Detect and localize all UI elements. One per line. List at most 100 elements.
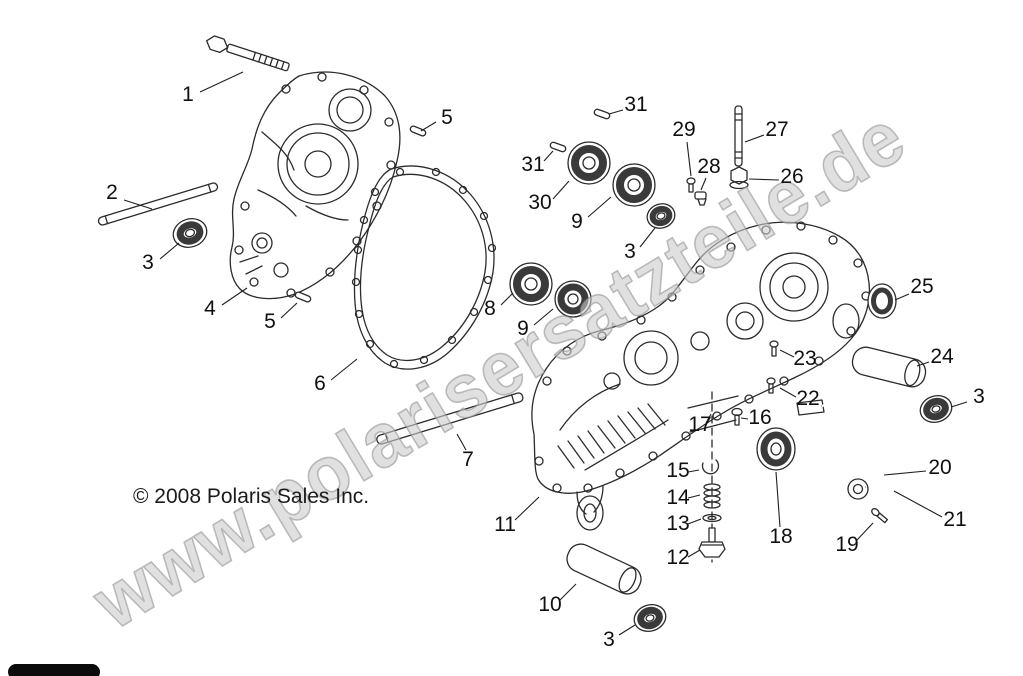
callout-layer: 1234556789930313132928272625243232216171… (106, 71, 985, 651)
callout-2: 2 (106, 181, 118, 204)
callout-leader-17 (705, 413, 712, 424)
callout-leader-15 (687, 469, 700, 473)
part-spacer-3d (633, 604, 667, 632)
callout-leader-24 (916, 361, 930, 367)
part-bearing-8 (509, 262, 553, 306)
part-plug-assembly (698, 391, 726, 563)
callout-leader-3c (950, 401, 968, 408)
callout-9a: 9 (571, 210, 583, 233)
callout-4: 4 (204, 297, 216, 320)
callout-3c: 3 (973, 385, 985, 408)
callout-6: 6 (314, 372, 326, 395)
part-clip-15 (701, 459, 720, 475)
part-spacer-3b (646, 203, 676, 229)
callout-27: 27 (765, 118, 788, 141)
callout-leader-30 (552, 180, 570, 200)
callout-leader-10 (559, 583, 577, 601)
callout-leader-1 (199, 71, 244, 93)
callout-leader-28 (700, 177, 707, 191)
callout-leader-7 (456, 433, 467, 451)
part-oring-20 (847, 478, 869, 500)
part-spring-14 (703, 483, 721, 509)
part-oil-pipe-21 (796, 397, 885, 500)
diagram-parts (97, 35, 953, 632)
part-pin-31a (593, 108, 611, 120)
callout-11: 11 (494, 513, 516, 536)
callout-29: 29 (672, 118, 695, 141)
part-dowel-pin-2 (97, 182, 219, 226)
callout-5a: 5 (441, 106, 453, 129)
callout-12: 12 (666, 546, 689, 569)
bottom-left-bar (8, 664, 100, 676)
callout-leader-9a (587, 196, 612, 218)
callout-leader-25 (894, 293, 910, 301)
callout-16: 16 (748, 406, 771, 429)
part-screw-22 (766, 377, 776, 394)
callout-leader-12 (687, 549, 701, 558)
part-bearing-18 (756, 427, 796, 471)
callout-15: 15 (666, 459, 689, 482)
callout-leader-18 (775, 471, 781, 528)
callout-leader-14 (687, 494, 701, 499)
callout-17: 17 (688, 413, 711, 436)
callout-25: 25 (910, 275, 933, 298)
callout-13: 13 (666, 512, 689, 535)
part-bearing-9a (612, 163, 656, 207)
part-roller-10 (566, 543, 642, 595)
part-bolt-1 (205, 35, 290, 72)
part-pin-31b (549, 141, 567, 153)
callout-leader-31b (543, 150, 554, 162)
callout-28: 28 (697, 155, 720, 178)
callout-leader-3d (618, 624, 636, 636)
part-nut-26 (729, 166, 749, 190)
part-stud-27 (734, 105, 743, 167)
part-bearing-30 (567, 141, 611, 185)
callout-5b: 5 (264, 310, 276, 333)
callout-21: 21 (943, 508, 966, 531)
part-pipe-bracket (796, 399, 825, 416)
callout-1: 1 (182, 83, 194, 106)
callout-leader-26 (748, 178, 780, 181)
callout-leader-22 (779, 387, 797, 398)
callout-26: 26 (780, 165, 803, 188)
part-crankcase-left (229, 71, 401, 300)
callout-3d: 3 (603, 628, 615, 651)
callout-leader-9b (533, 308, 554, 326)
callout-14: 14 (666, 486, 690, 509)
callout-3a: 3 (142, 251, 154, 274)
callout-leader-5a (420, 121, 437, 132)
callout-leader-20 (883, 470, 927, 476)
callout-leader-29 (686, 141, 692, 177)
part-bolt-12 (698, 527, 726, 558)
callout-leader-27 (744, 134, 765, 143)
callout-leader-21 (893, 490, 943, 518)
callout-leader-16 (740, 417, 749, 420)
callout-7: 7 (462, 448, 474, 471)
part-screw-16 (731, 407, 743, 426)
part-dowel-pin-7 (376, 392, 524, 445)
callout-leader-2 (123, 199, 153, 210)
part-screw-19 (871, 508, 889, 524)
part-roller-24 (851, 346, 927, 388)
part-spacer-3c (919, 395, 953, 423)
callout-20: 20 (928, 456, 951, 479)
callout-24: 24 (930, 345, 954, 368)
part-fitting-28 (694, 191, 707, 206)
part-gasket-6 (351, 165, 497, 370)
callout-9b: 9 (517, 317, 529, 340)
part-screw-29 (686, 177, 696, 193)
callout-leader-3b (639, 227, 656, 248)
callout-3b: 3 (624, 240, 636, 263)
callout-leader-19 (856, 522, 874, 541)
part-crankcase-right (531, 221, 871, 531)
part-pin-5b (294, 291, 312, 303)
part-pin-5a (409, 125, 427, 137)
callout-leader-8 (500, 292, 514, 306)
callout-8: 8 (484, 297, 496, 320)
part-washer-13 (702, 513, 722, 523)
callout-31b: 31 (521, 153, 544, 176)
callout-23: 23 (793, 347, 816, 370)
callout-leader-23 (779, 349, 795, 358)
